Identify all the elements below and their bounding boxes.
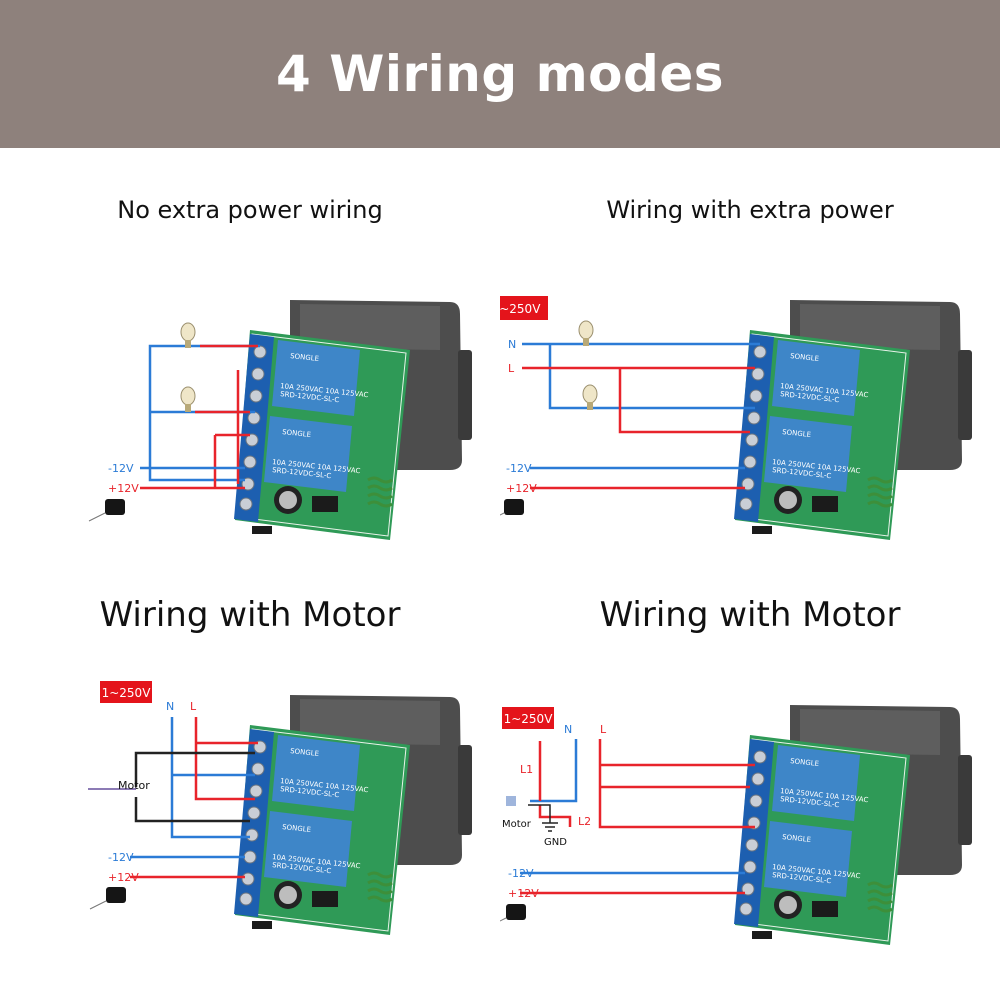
voltage-label: 1~250V (500, 302, 541, 316)
remote-fob-icon (500, 903, 527, 927)
bulb-icon (578, 320, 594, 347)
panel-title: No extra power wiring (117, 196, 383, 224)
l2-label: L2 (578, 815, 591, 828)
bulb-icon (180, 322, 196, 349)
n-label: N (166, 700, 174, 713)
voltage-label: 1~250V (102, 686, 152, 700)
wiring-diagram: -12V +12V (88, 298, 474, 542)
l1-label: L1 (520, 763, 533, 776)
plus12-label: +12V (508, 887, 539, 900)
voltage-badge (500, 296, 548, 320)
panel-title: Wiring with Motor (99, 595, 401, 635)
voltage-badge (100, 681, 152, 703)
remote-fob-icon (89, 886, 127, 910)
plus12-label: +12V (108, 482, 139, 495)
header-banner: 4 Wiring modes (0, 0, 1000, 148)
gnd-icon (528, 804, 558, 832)
minus12-label: -12V (508, 867, 534, 880)
l-label: L (190, 700, 197, 713)
motor-label: Motor (502, 819, 532, 830)
panel-motor-1: Wiring with Motor 1~250V N L Motor -12V … (0, 555, 500, 975)
panel-motor-2: Wiring with Motor 1~250V N L L1 L2 Motor… (500, 555, 1000, 975)
l-label: L (600, 723, 607, 736)
remote-fob-icon (500, 498, 525, 522)
n-label: N (564, 723, 572, 736)
plus12-label: +12V (506, 482, 537, 495)
motor-icon (506, 796, 516, 806)
panel-extra-power: Wiring with extra power 1~250V N L -12V … (500, 150, 1000, 570)
panel-title: Wiring with extra power (606, 196, 894, 224)
minus12-label: -12V (108, 851, 134, 864)
bulb-icon (582, 384, 598, 411)
wiring-diagram: 1~250V N L -12V +12V (500, 296, 974, 542)
l-label: L (508, 362, 515, 375)
gnd-label: GND (544, 837, 567, 848)
panel-title: Wiring with Motor (599, 595, 901, 635)
voltage-badge (502, 707, 554, 729)
motor-label: Motor (118, 779, 150, 792)
panel-no-extra-power: No extra power wiring -12V +12V (0, 150, 500, 570)
page-title: 4 Wiring modes (276, 45, 724, 103)
n-label: N (508, 338, 516, 351)
voltage-label: 1~250V (504, 712, 554, 726)
minus12-label: -12V (108, 462, 134, 475)
remote-fob-icon (88, 498, 126, 522)
bulb-icon (180, 386, 196, 413)
wiring-diagram: 1~250V N L Motor -12V +12V (88, 681, 474, 937)
plus12-label: +12V (108, 871, 139, 884)
minus12-label: -12V (506, 462, 532, 475)
wiring-diagram: 1~250V N L L1 L2 Motor GND -12V +12V (500, 703, 974, 947)
